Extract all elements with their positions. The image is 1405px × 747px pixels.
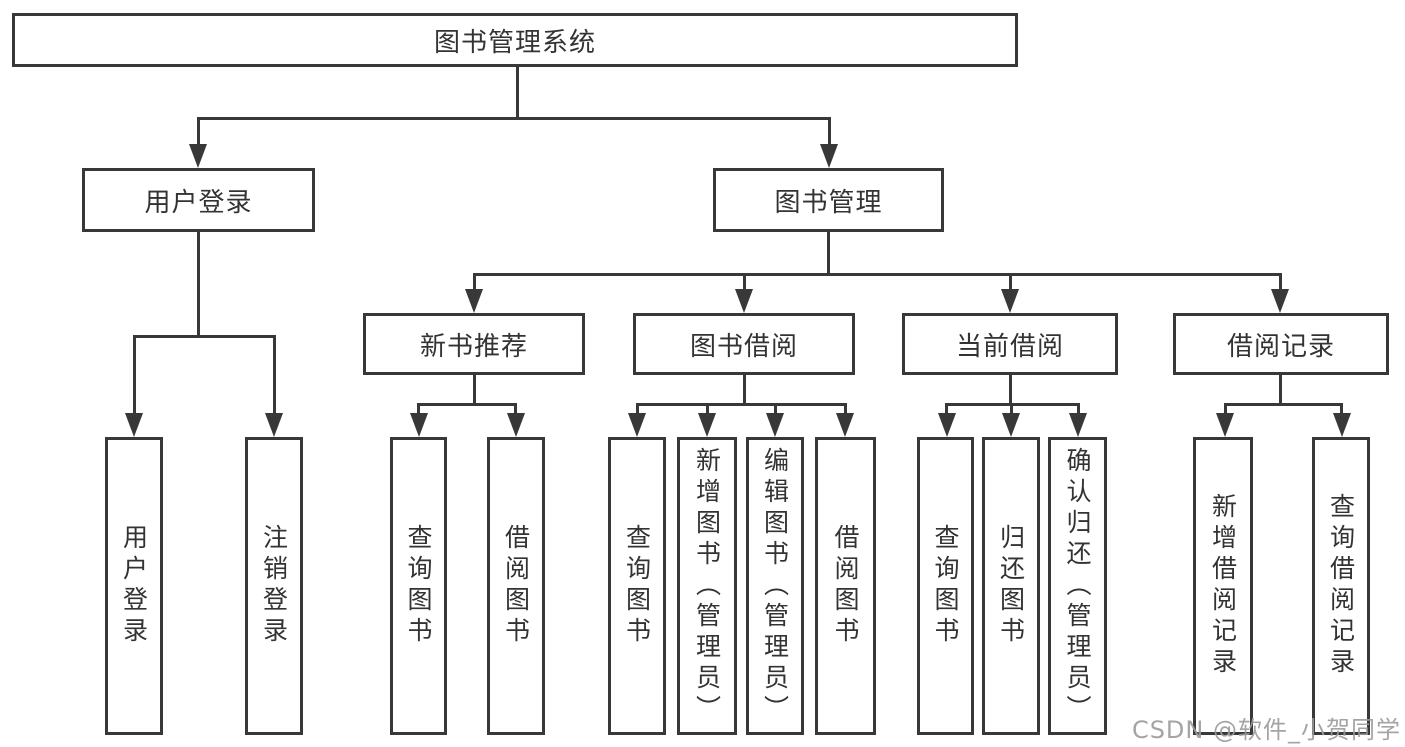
connector-line (1278, 273, 1282, 291)
node-label: 当前借阅 (955, 331, 1064, 362)
arrow-down-icon (409, 413, 428, 437)
connector-line (272, 335, 276, 415)
connector-line (1008, 375, 1012, 405)
node-label: 借阅图书 (501, 524, 531, 648)
node-label: 图书借阅 (689, 331, 798, 362)
connector-line (1008, 273, 1012, 291)
connector-line (196, 117, 831, 120)
arrow-down-icon (1332, 413, 1351, 437)
leaf-borrow-books-recommend: 借阅图书 (487, 437, 545, 735)
connector-line (827, 117, 831, 146)
node-label: 借阅图书 (831, 524, 860, 648)
connector-line (472, 273, 1281, 276)
connector-line (635, 403, 639, 415)
connector-line (196, 232, 200, 336)
connector-line (1223, 403, 1342, 406)
connector-line (1223, 403, 1227, 415)
leaf-add-borrow-record: 新增借阅记录 (1193, 437, 1253, 735)
leaf-query-books-borrow: 查询图书 (608, 437, 666, 735)
connector-line (827, 232, 830, 275)
node-root-library-system: 图书管理系统 (12, 13, 1018, 67)
node-borrow-records: 借阅记录 (1173, 313, 1389, 375)
arrow-down-icon (125, 413, 143, 437)
node-book-management: 图书管理 (713, 168, 944, 232)
node-label: 图书管理系统 (433, 27, 596, 58)
connector-line (635, 403, 846, 406)
node-book-borrow: 图书借阅 (633, 313, 855, 375)
arrow-down-icon (1001, 289, 1019, 313)
node-label: 借阅记录 (1226, 331, 1335, 362)
node-label: 新书推荐 (419, 331, 528, 362)
connector-line (132, 335, 276, 338)
arrow-down-icon (1002, 413, 1020, 437)
connector-line (1340, 403, 1343, 415)
leaf-edit-books-admin: 编辑图书（管理员） (746, 437, 804, 735)
arrow-down-icon (1271, 289, 1289, 313)
connector-line (515, 67, 519, 120)
csdn-watermark: CSDN @软件_小贺同学 (1131, 716, 1401, 744)
node-label: 查询图书 (622, 524, 652, 648)
node-label: 新增图书（管理员） (692, 446, 722, 726)
arrow-down-icon (766, 413, 784, 437)
arrow-down-icon (189, 144, 207, 168)
connector-line (945, 403, 948, 415)
connector-line (705, 403, 709, 415)
node-label: 查询借阅记录 (1326, 493, 1356, 679)
connector-line (843, 403, 847, 415)
node-label: 注销登录 (259, 524, 289, 648)
arrow-down-icon (820, 144, 838, 168)
arrow-down-icon (628, 413, 646, 437)
leaf-query-borrow-record: 查询借阅记录 (1312, 437, 1370, 735)
connector-line (773, 403, 777, 415)
leaf-return-books: 归还图书 (982, 437, 1040, 735)
arrow-down-icon (735, 289, 753, 313)
node-user-login: 用户登录 (82, 168, 315, 232)
node-label: 归还图书 (996, 524, 1026, 648)
arrow-down-icon (698, 413, 716, 437)
connector-line (1009, 403, 1013, 415)
connector-line (1076, 403, 1080, 415)
connector-line (472, 375, 476, 405)
connector-line (514, 403, 517, 415)
leaf-borrow-books: 借阅图书 (815, 437, 876, 735)
connector-line (196, 117, 200, 146)
connector-line (742, 375, 746, 405)
leaf-user-login: 用户登录 (105, 437, 163, 735)
leaf-confirm-return-admin: 确认归还（管理员） (1048, 437, 1107, 735)
node-label: 图书管理 (774, 187, 883, 218)
node-label: 查询图书 (404, 524, 433, 648)
connector-line (1278, 375, 1282, 405)
node-label: 用户登录 (119, 524, 149, 648)
connector-line (417, 403, 420, 415)
connector-line (472, 273, 476, 291)
connector-line (417, 403, 517, 406)
node-label: 查询图书 (931, 524, 960, 648)
arrow-down-icon (836, 413, 854, 437)
arrow-down-icon (465, 289, 483, 313)
leaf-add-books-admin: 新增图书（管理员） (677, 437, 737, 735)
arrow-down-icon (506, 413, 525, 437)
node-label: 编辑图书（管理员） (760, 446, 790, 726)
connector-line (132, 335, 136, 415)
leaf-query-books-recommend: 查询图书 (390, 437, 447, 735)
node-new-book-recommend: 新书推荐 (363, 313, 585, 375)
node-label: 确认归还（管理员） (1063, 446, 1092, 726)
node-current-borrow: 当前借阅 (902, 313, 1118, 375)
connector-line (742, 273, 746, 291)
arrow-down-icon (937, 413, 956, 437)
node-label: 新增借阅记录 (1208, 493, 1238, 679)
arrow-down-icon (1216, 413, 1234, 437)
arrow-down-icon (1069, 413, 1087, 437)
leaf-query-books-current: 查询图书 (917, 437, 974, 735)
node-label: 用户登录 (144, 187, 253, 218)
arrow-down-icon (265, 413, 283, 437)
leaf-logout: 注销登录 (245, 437, 303, 735)
